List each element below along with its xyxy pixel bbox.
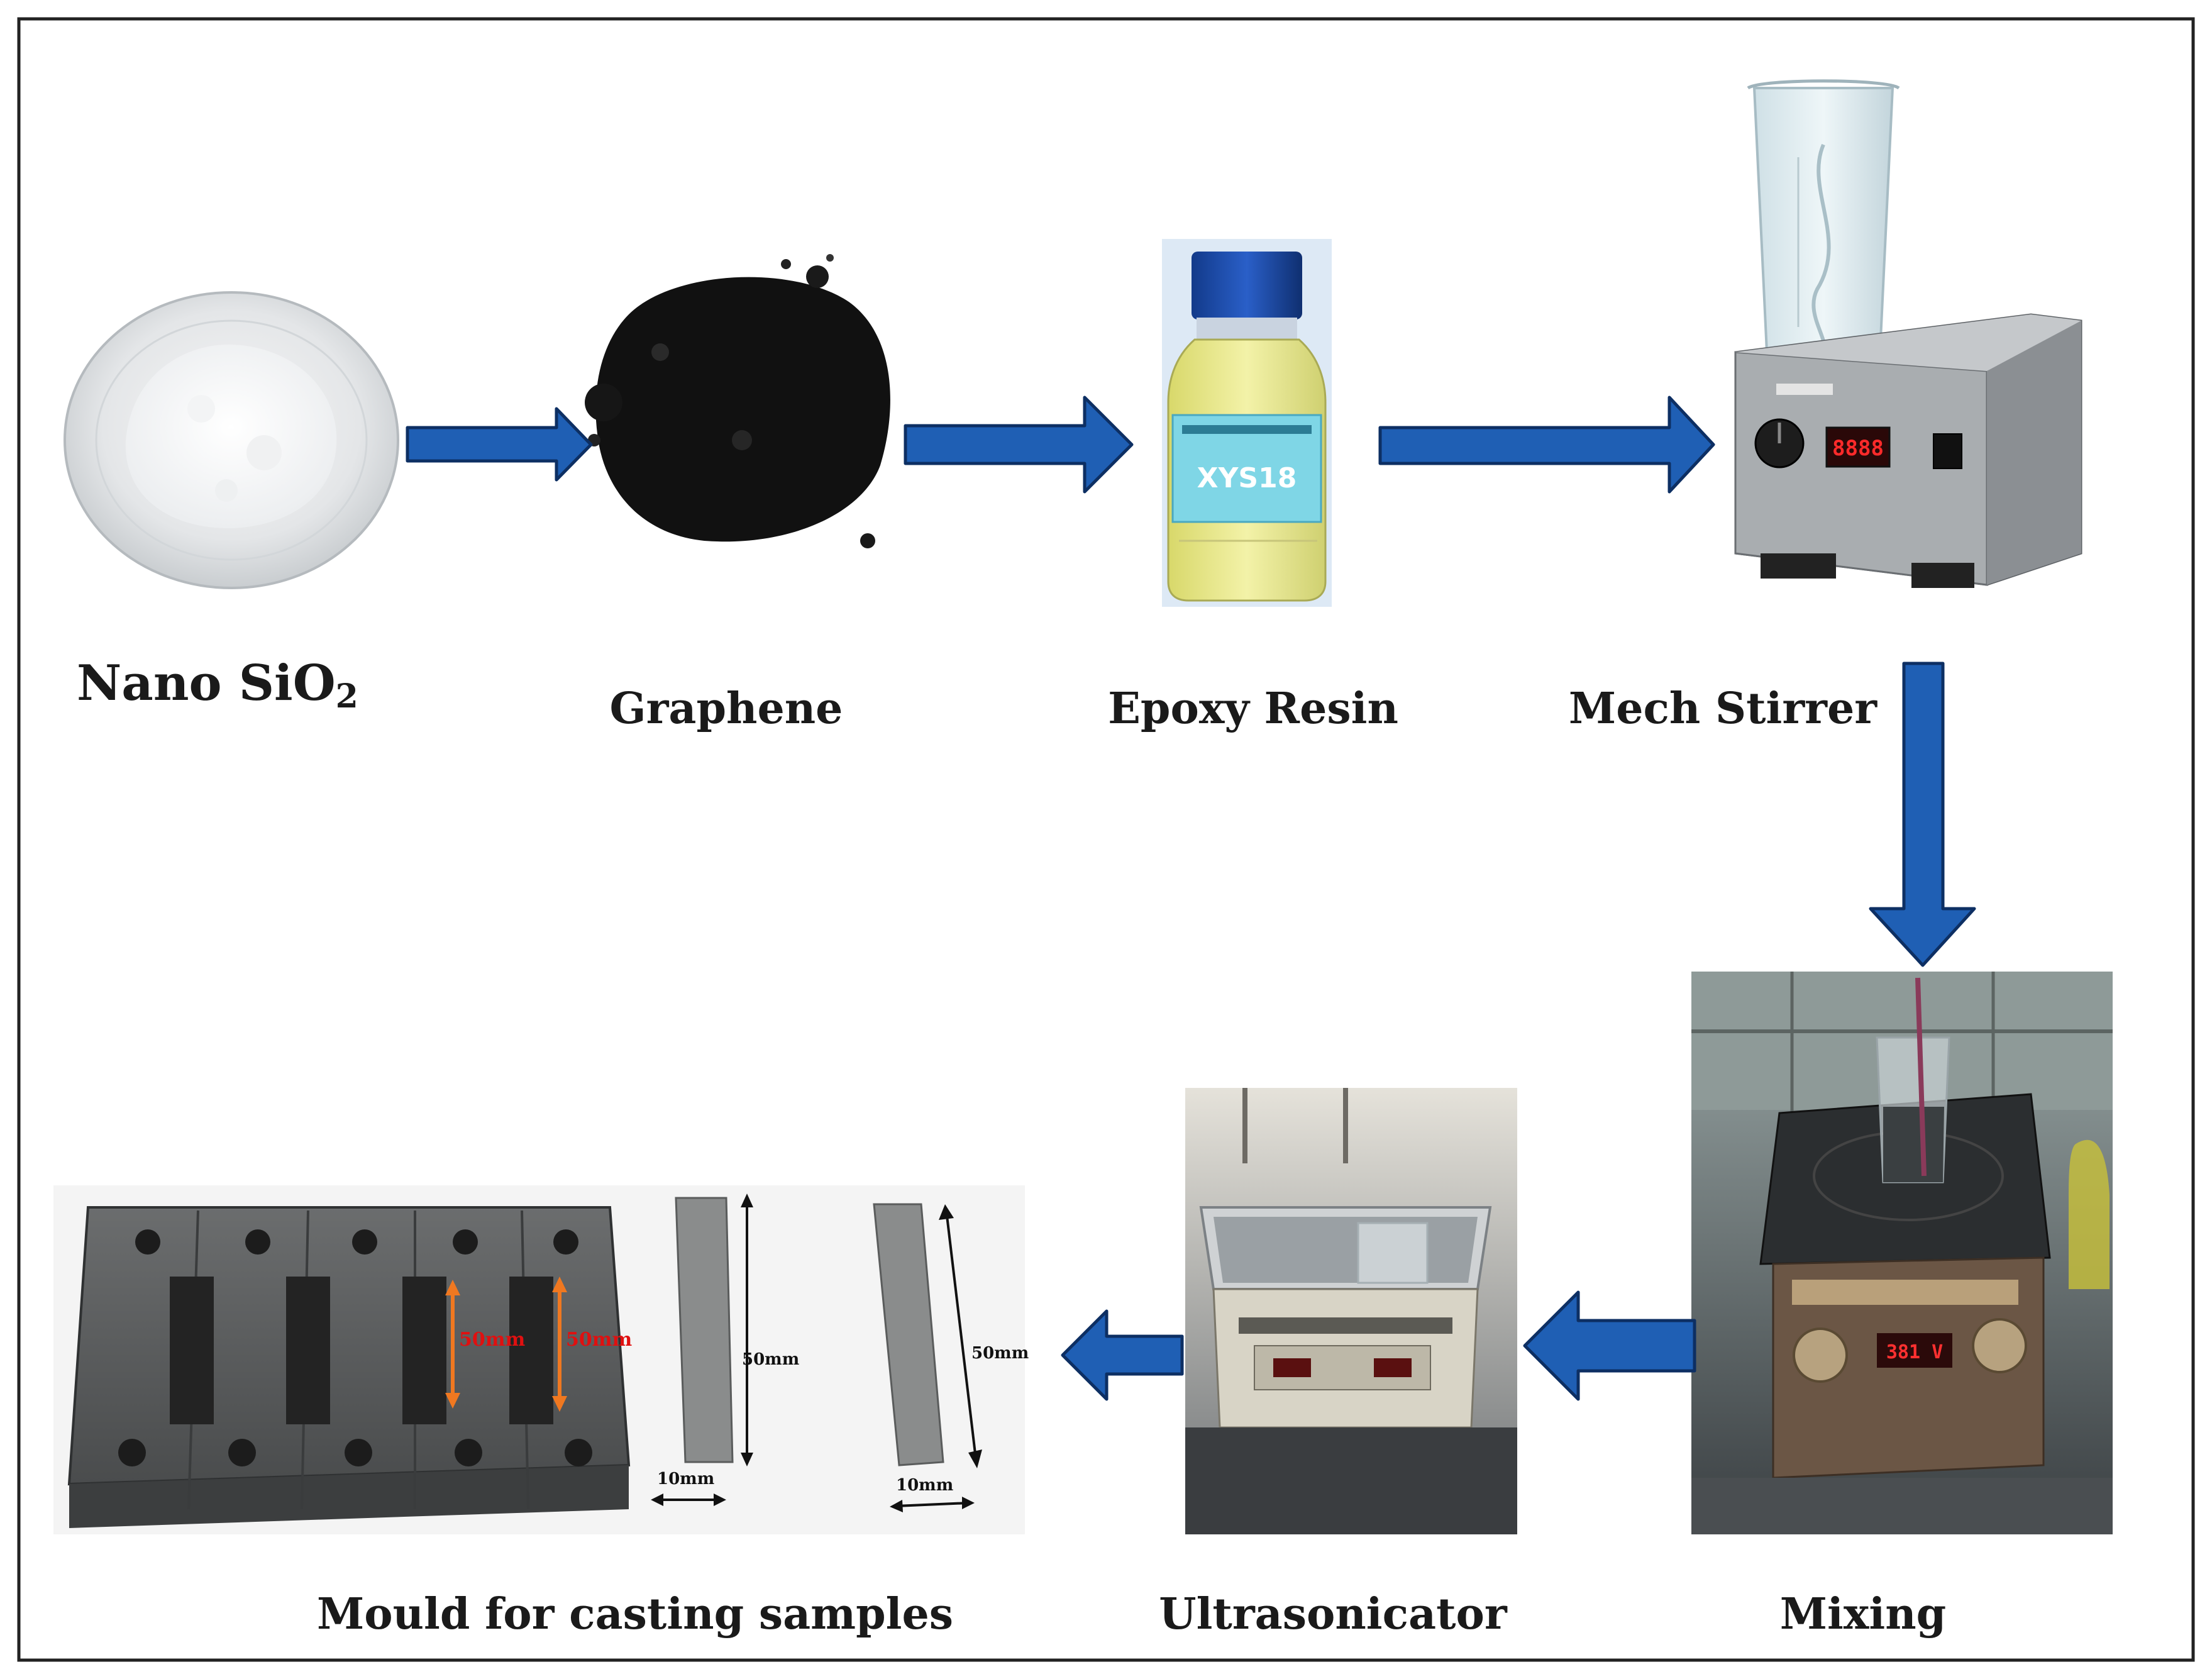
arrow-right-icon xyxy=(904,396,1134,494)
nano-sio2-label-subscript: 2 xyxy=(336,677,358,716)
sample-1-length-label: 50mm xyxy=(742,1350,799,1369)
sample-strip-2 xyxy=(873,1203,944,1466)
mixing-display-text: 381 V xyxy=(1886,1341,1943,1363)
sample-2-width-label: 10mm xyxy=(896,1476,953,1495)
stirrer-display-text: 8888 xyxy=(1832,436,1884,461)
arrow-down-icon xyxy=(1869,662,1976,967)
ultrasonicator-label: Ultrasonicator xyxy=(1159,1589,1508,1639)
sample-strip-1 xyxy=(675,1197,734,1463)
bottle-label-text: XYS18 xyxy=(1197,462,1297,494)
nano-sio2-image xyxy=(64,291,399,589)
graphene-image xyxy=(585,254,890,548)
stirrer-switch xyxy=(1933,433,1962,469)
bottle-cap xyxy=(1192,252,1302,319)
epoxy-resin-label: Epoxy Resin xyxy=(1108,684,1398,734)
sample-2-length-label: 50mm xyxy=(971,1344,1029,1363)
arrow-right-icon xyxy=(406,407,593,482)
graphene-label: Graphene xyxy=(610,684,843,734)
mech-stirrer-label: Mech Stirrer xyxy=(1569,684,1877,734)
nano-sio2-label-text: Nano SiO xyxy=(77,655,336,712)
arrow-left-icon xyxy=(1061,1309,1184,1401)
sample-1-width-label: 10mm xyxy=(657,1470,714,1488)
mould-image: 50mm 50mm 50mm 10mm 50mm 10mm xyxy=(53,1185,1029,1534)
diagram-frame xyxy=(17,17,2195,1662)
mixing-label: Mixing xyxy=(1780,1589,1946,1639)
stirrer-display xyxy=(1825,426,1891,468)
mixing-knob-left xyxy=(1793,1327,1848,1383)
epoxy-resin-image: XYS18 xyxy=(1162,239,1332,607)
mixing-display xyxy=(1877,1333,1952,1368)
mixing-image: 381 V xyxy=(1691,972,2113,1534)
nano-sio2-label: Nano SiO2 xyxy=(77,655,358,716)
ultrasonicator-image xyxy=(1185,1088,1517,1534)
mould-label: Mould for casting samples xyxy=(317,1589,953,1639)
mixing-knob-right xyxy=(1972,1318,2027,1373)
mould-dim-label-b: 50mm xyxy=(566,1329,632,1351)
mould-dim-label-a: 50mm xyxy=(459,1329,525,1351)
mech-stirrer-image: 8888 xyxy=(1734,79,2082,588)
arrow-left-icon xyxy=(1523,1290,1696,1401)
arrow-right-icon xyxy=(1378,396,1715,494)
